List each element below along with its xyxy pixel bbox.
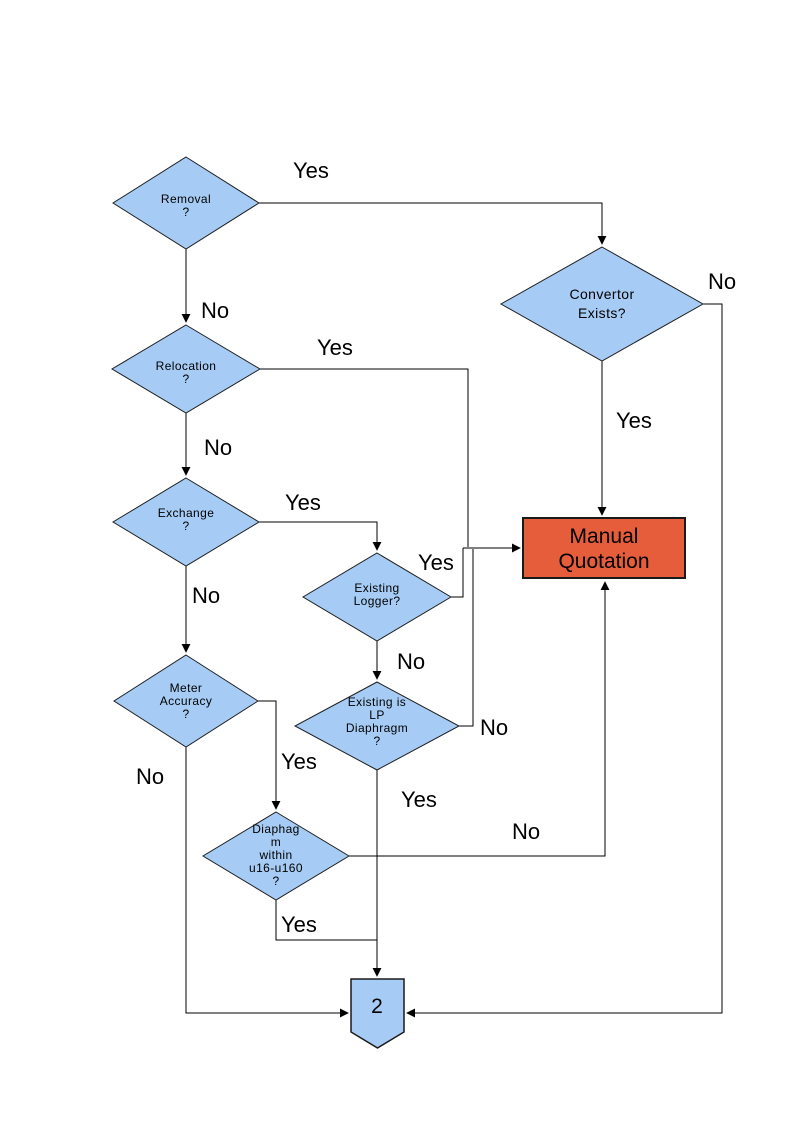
edge-label-exchange-no: No [192,583,220,608]
edge-exchange-yes [259,521,382,551]
edge-lp-no [459,549,474,727]
decision-convertor-exists [499,246,705,362]
decision-diaphagm-within-range-label: ? [272,874,279,888]
edge-label-lp-no: No [480,715,508,740]
edge-label-logger-no: No [397,649,425,674]
decision-diaphagm-within-range-label: within [258,848,292,862]
edge-label-removal-yes: Yes [293,158,329,183]
edge-label-meter-yes: Yes [281,749,317,774]
decision-existing-lp-diaphragm-label: ? [373,734,380,748]
edge-logger-yes [451,548,464,598]
offpage-connector-2-label: 2 [371,995,383,1018]
decision-convertor-exists-label: Convertor [569,286,634,302]
decision-diaphagm-within-range-label: u16-u160 [249,861,303,875]
edge-meter-no [185,747,349,1018]
decision-meter-accuracy-label: Accuracy [160,694,213,708]
decision-diaphagm-within-range-label: Diaphag [252,822,300,836]
decision-meter-accuracy-label: Meter [170,681,203,695]
edge-label-meter-no: No [136,764,164,789]
edge-label-convertor-yes: Yes [616,408,652,433]
edge-label-lp-yes: Yes [401,787,437,812]
decision-relocation-label: Relocation [156,359,217,373]
edge-diaphagm-no [349,581,610,857]
offpage-connector-2 [350,978,405,1049]
edge-label-diaphagm-yes: Yes [281,912,317,937]
edge-label-convertor-no: No [708,269,736,294]
decision-exchange-label: Exchange [158,506,215,520]
edge-meter-yes [258,700,281,810]
decision-existing-logger-label: Logger? [354,594,401,608]
decision-removal-label: ? [182,205,189,219]
edge-label-removal-no: No [201,298,229,323]
decision-existing-lp-diaphragm-label: LP [369,708,384,722]
decision-diaphagm-within-range [202,811,350,901]
decision-relocation-label: ? [182,372,189,386]
decision-meter-accuracy [113,654,259,748]
edge-diaphagm-yes [275,900,377,941]
edge-relocation-yes [260,368,469,547]
process-manual-quotation [522,517,686,579]
decision-removal [112,156,260,250]
edge-label-relocation-yes: Yes [317,335,353,360]
decision-existing-lp-diaphragm-label: Existing is [348,695,406,709]
decision-existing-logger-label: Existing [354,581,399,595]
decision-exchange-label: ? [182,519,189,533]
edge-label-logger-yes: Yes [418,550,454,575]
decision-existing-lp-diaphragm-label: Diaphragm [346,721,408,735]
process-manual-quotation-label: Quotation [558,550,649,573]
decision-existing-lp-diaphragm [293,681,461,771]
decision-diaphagm-within-range-label: m [271,835,281,849]
decision-convertor-exists-label: Exists? [578,305,626,321]
process-manual-quotation-label: Manual [570,525,639,548]
edge-removal-yes [259,202,607,245]
decision-meter-accuracy-label: ? [182,707,189,721]
edge-convertor-no [406,303,723,1018]
decision-removal-label: Removal [161,192,211,206]
edge-label-relocation-no: No [204,435,232,460]
decision-existing-logger [302,552,452,642]
edge-label-diaphagm-no: No [512,819,540,844]
decision-exchange [112,477,260,567]
edge-label-exchange-yes: Yes [285,490,321,515]
decision-relocation [111,324,261,414]
